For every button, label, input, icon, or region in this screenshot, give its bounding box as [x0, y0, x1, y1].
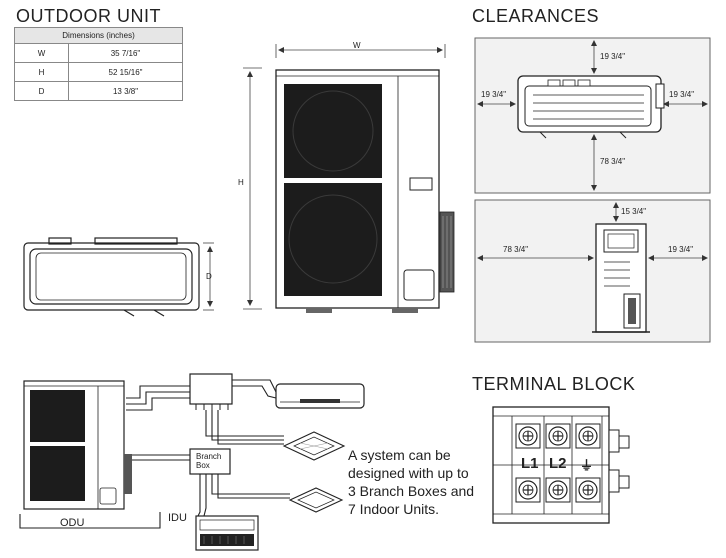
odu-top-view — [23, 237, 200, 317]
branch-box-1 — [189, 373, 233, 410]
system-note-line: 3 Branch Boxes and — [348, 483, 475, 499]
branch-box-label-line-2: Box — [196, 461, 210, 470]
terminal-label-l2: L2 — [549, 455, 567, 472]
terminal-screw-bottom-l2 — [545, 477, 571, 503]
outdoor-unit-heading: OUTDOOR UNIT — [16, 6, 161, 26]
system-note-line: A system can be — [348, 447, 451, 463]
height-dimension-line — [243, 67, 262, 310]
cassette-indoor-unit-2 — [288, 487, 344, 513]
clearance-top-view-right-label: 19 3/4" — [669, 90, 695, 99]
depth-label: D — [206, 272, 212, 281]
terminal-block-heading: TERMINAL BLOCK — [472, 374, 636, 394]
dimension-key: D — [14, 81, 69, 101]
ducted-indoor-unit — [195, 515, 259, 551]
terminal-screw-bottom-ground — [575, 477, 601, 503]
dimension-value: 13 3/8" — [68, 81, 183, 101]
branch-box-2 — [189, 448, 231, 475]
terminal-label-ground: ⏚ — [580, 458, 594, 473]
odu-front-view — [275, 69, 455, 313]
terminal-screw-top-ground — [575, 423, 601, 449]
branch-box-label-line-1: Branch — [196, 452, 222, 461]
dimensions-table: Dimensions (inches) W 35 7/16" H 52 15/1… — [14, 27, 183, 101]
clearance-top-view-arrows — [477, 40, 708, 191]
clearance-side-view-panel — [474, 199, 711, 343]
table-row: D 13 3/8" — [14, 81, 183, 101]
odu-label: ODU — [60, 517, 85, 529]
width-dimension-line — [275, 44, 446, 58]
terminal-label-l1: L1 — [521, 455, 539, 472]
terminal-screw-top-l1 — [515, 423, 541, 449]
terminal-block-drawing — [492, 406, 630, 524]
clearance-top-view-left-label: 19 3/4" — [481, 90, 507, 99]
width-label: W — [353, 41, 361, 50]
terminal-screw-top-l2 — [545, 423, 571, 449]
system-note: A system can be designed with up to 3 Br… — [348, 446, 474, 518]
clearance-top-view-top-label: 19 3/4" — [600, 52, 626, 61]
clearance-side-view-left-label: 78 3/4" — [503, 245, 529, 254]
wall-mounted-indoor-unit — [275, 383, 365, 409]
system-piping — [19, 379, 290, 529]
system-note-line: designed with up to — [348, 465, 469, 481]
clearance-side-view-right-label: 19 3/4" — [668, 245, 694, 254]
clearance-side-view-arrows — [477, 202, 708, 261]
clearances-heading: CLEARANCES — [472, 6, 600, 26]
clearance-side-view-top-label: 15 3/4" — [621, 207, 647, 216]
clearance-top-view-panel — [474, 37, 711, 194]
branch-box-label: Branch Box — [196, 452, 221, 470]
dimensions-table-header: Dimensions (inches) — [14, 27, 183, 44]
height-label: H — [238, 178, 244, 187]
table-row: W 35 7/16" — [14, 43, 183, 63]
system-odu — [23, 380, 132, 510]
terminal-screw-bottom-l1 — [515, 477, 541, 503]
depth-dimension-line — [203, 242, 214, 311]
cassette-indoor-unit-1 — [282, 431, 346, 461]
idu-label: IDU — [168, 512, 187, 524]
system-note-line: 7 Indoor Units. — [348, 501, 440, 517]
clearance-top-view-bottom-label: 78 3/4" — [600, 157, 626, 166]
